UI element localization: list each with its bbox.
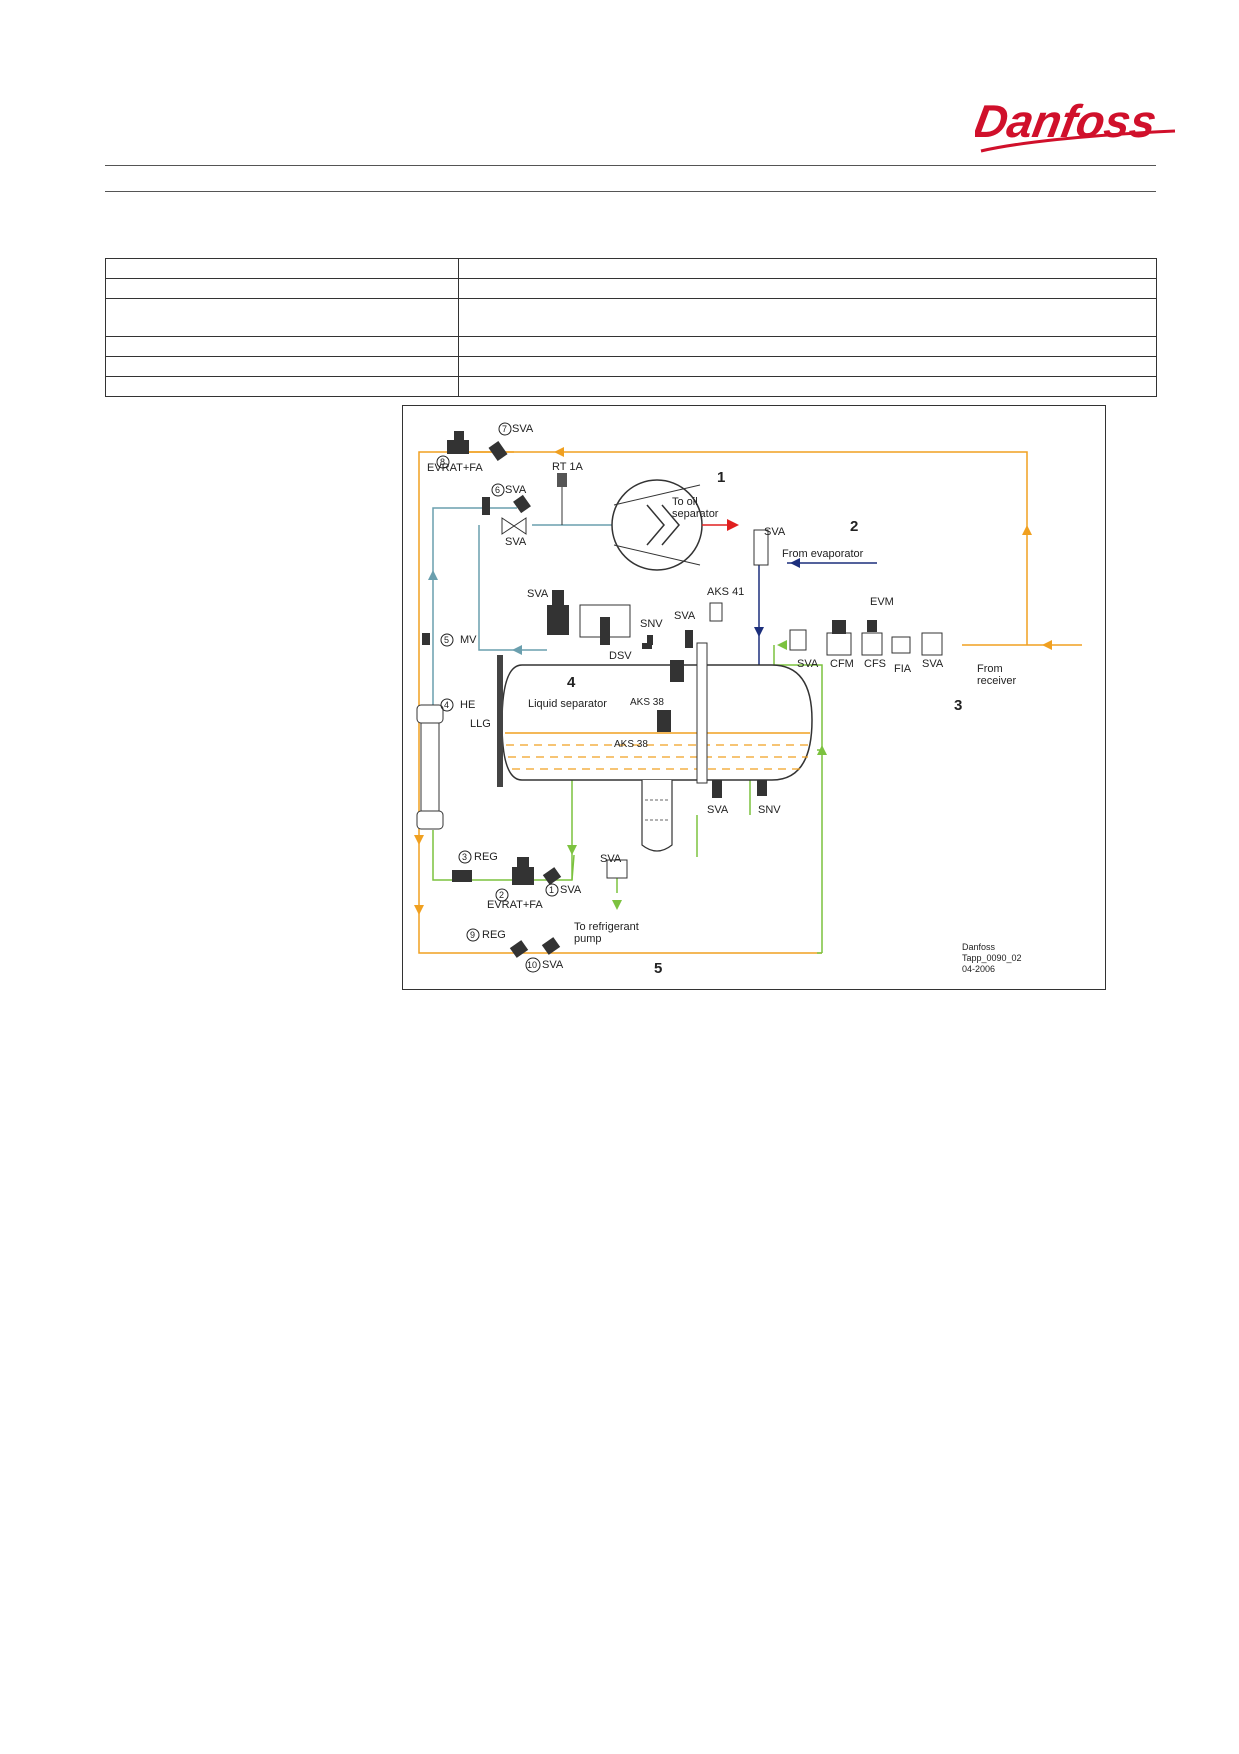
label-aks41: AKS 41	[707, 586, 744, 598]
label-sva-7: SVA	[512, 423, 534, 435]
table-cell	[458, 356, 1157, 377]
label-from: From	[977, 663, 1003, 675]
label-aks38-bottom: AKS 38	[614, 739, 648, 750]
label-sva-6b: SVA	[505, 536, 527, 548]
label-sva-10: SVA	[542, 959, 564, 971]
spec-table	[105, 258, 1157, 397]
svg-text:Danfoss: Danfoss	[975, 95, 1161, 147]
label-evra-2: EVRAT+FA	[487, 899, 543, 911]
table-row	[105, 376, 1157, 397]
header-rule-top	[105, 165, 1156, 166]
label-dsv: DSV	[609, 650, 632, 662]
number-5: 5	[654, 960, 662, 977]
table-cell	[458, 298, 1157, 337]
label-snv-top: SNV	[640, 618, 663, 630]
label-snv-bottom: SNV	[758, 804, 781, 816]
table-row	[105, 258, 1157, 279]
circle-7: 7	[502, 424, 507, 434]
label-llg: LLG	[470, 718, 491, 730]
circle-4: 4	[444, 700, 449, 710]
table-row	[105, 356, 1157, 377]
label-mv: MV	[460, 634, 477, 646]
number-1: 1	[717, 469, 725, 486]
heat-exchanger	[416, 704, 444, 830]
circle-3: 3	[462, 852, 467, 862]
label-reg-9: REG	[482, 929, 506, 941]
credit-line-2: Tapp_0090_02	[962, 953, 1022, 963]
hot-gas-arrows	[414, 447, 1052, 915]
label-aks38-top: AKS 38	[630, 697, 664, 708]
refrigeration-diagram: 1 2 3 4 5 To oil separator From evaporat…	[402, 405, 1106, 990]
table-row	[105, 278, 1157, 299]
danfoss-logo: Danfoss	[975, 95, 1176, 153]
label-evm: EVM	[870, 596, 894, 608]
credit-line-1: Danfoss	[962, 942, 996, 952]
table-cell	[458, 336, 1157, 357]
table-row	[105, 336, 1157, 357]
table-cell	[458, 376, 1157, 397]
stream-numbers: 1 2 3 4 5	[567, 469, 962, 977]
label-sva-1: SVA	[560, 884, 582, 896]
circle-8: 8	[440, 457, 445, 467]
label-from-evaporator: From evaporator	[782, 548, 864, 560]
label-pump: pump	[574, 933, 602, 945]
diagram-labels: To oil separator From evaporator From re…	[427, 423, 1022, 974]
table-cell	[105, 336, 459, 357]
number-2: 2	[850, 518, 858, 535]
table-cell	[105, 258, 459, 279]
circled-numbers: 7 8 6 5 4 3 2 1 9 10	[436, 422, 559, 973]
label-sva-left: SVA	[527, 588, 549, 600]
label-liquid-separator: Liquid separator	[528, 698, 607, 710]
table-cell	[105, 356, 459, 377]
hot-gas-lines	[418, 451, 1082, 954]
label-cfs: CFS	[864, 658, 886, 670]
label-to-oil: To oil	[672, 496, 698, 508]
label-cfm: CFM	[830, 658, 854, 670]
circle-9: 9	[470, 930, 475, 940]
label-rt1a: RT 1A	[552, 461, 583, 473]
label-sva-bottom: SVA	[600, 853, 622, 865]
table-cell	[458, 278, 1157, 299]
label-sva-mid: SVA	[674, 610, 696, 622]
label-sva-r1: SVA	[797, 658, 819, 670]
evaporator-line	[754, 558, 877, 670]
table-cell	[105, 298, 459, 337]
number-4: 4	[567, 674, 576, 691]
table-cell	[105, 278, 459, 299]
compressor	[557, 473, 739, 571]
label-separator: separator	[672, 508, 719, 520]
number-3: 3	[954, 697, 962, 714]
label-fia: FIA	[894, 663, 912, 675]
label-receiver: receiver	[977, 675, 1016, 687]
label-to-refrigerant: To refrigerant	[574, 921, 639, 933]
circle-2: 2	[499, 890, 504, 900]
circle-5: 5	[444, 635, 449, 645]
component-glyphs	[422, 431, 943, 958]
label-sva-bottom2: SVA	[707, 804, 729, 816]
label-sva-top: SVA	[764, 526, 786, 538]
credit-line-3: 04-2006	[962, 964, 995, 974]
table-cell	[458, 258, 1157, 279]
suction-arrows	[428, 570, 522, 655]
label-sva-r2: SVA	[922, 658, 944, 670]
label-sva-6: SVA	[505, 484, 527, 496]
label-reg-3: REG	[474, 851, 498, 863]
circle-1: 1	[549, 885, 554, 895]
circle-6: 6	[495, 485, 500, 495]
table-cell	[105, 376, 459, 397]
circle-10: 10	[527, 960, 537, 970]
header-rule-bottom	[105, 191, 1156, 192]
label-he: HE	[460, 699, 475, 711]
table-row	[105, 298, 1157, 337]
label-evra-8: EVRAT+FA	[427, 462, 483, 474]
